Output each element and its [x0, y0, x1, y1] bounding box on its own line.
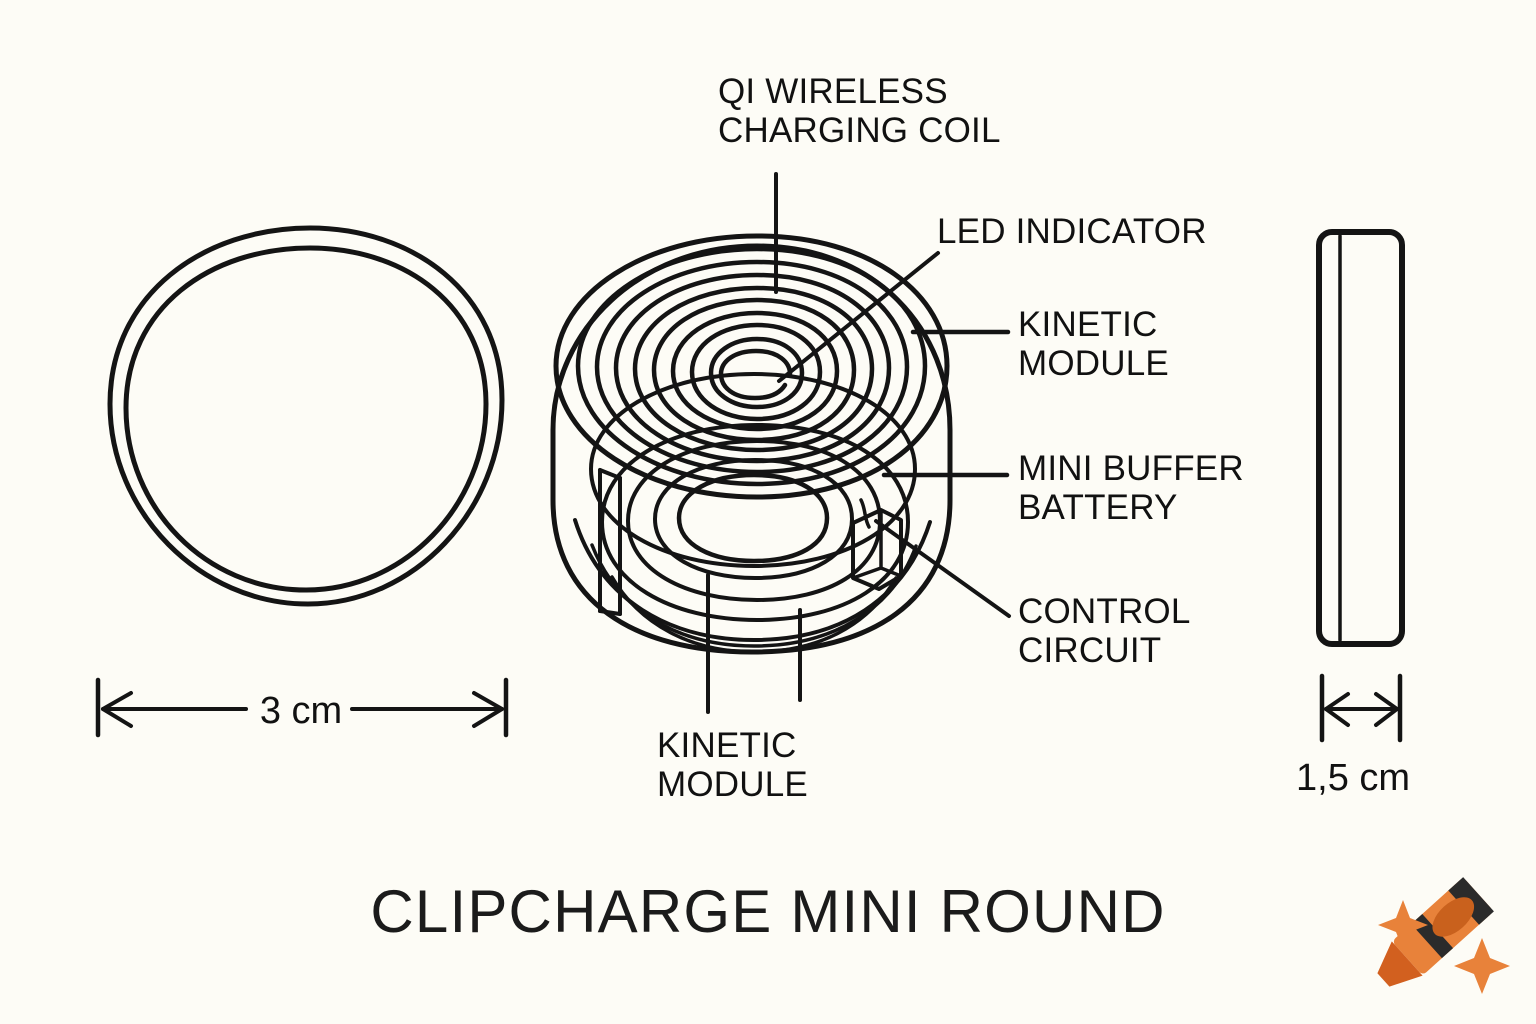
dimension-value-diameter: 3 cm	[259, 690, 343, 732]
control-circuit-box	[851, 498, 903, 591]
dimension-value-thickness: 1,5 cm	[1296, 757, 1411, 799]
dimension-line-diameter	[95, 677, 509, 738]
lower-kinetic-module	[600, 423, 910, 622]
leader-control-circuit	[874, 519, 1011, 618]
qi-charging-coil-disc	[553, 233, 950, 500]
leader-led-indicator	[777, 251, 940, 383]
side-view-profile	[1316, 229, 1405, 647]
leader-lines	[706, 172, 1011, 714]
label-led-indicator: LED INDICATOR	[937, 212, 1207, 251]
crayon-icon	[1377, 877, 1510, 994]
exploded-assembly	[550, 233, 953, 655]
dimension-line-thickness	[1319, 673, 1403, 743]
front-view-circle	[107, 225, 505, 607]
page-title: CLIPCHARGE MINI ROUND	[370, 878, 1166, 945]
